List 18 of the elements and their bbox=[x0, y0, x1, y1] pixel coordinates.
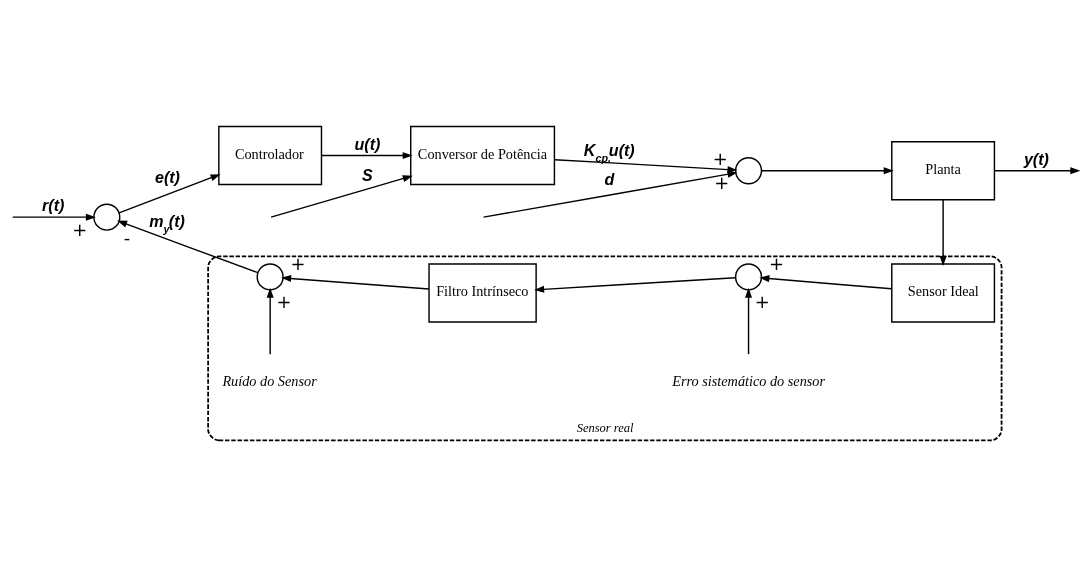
label: - bbox=[123, 226, 131, 248]
edge-label: S bbox=[362, 165, 373, 184]
label: + bbox=[712, 147, 728, 169]
label: + bbox=[768, 252, 784, 274]
edge-label: d bbox=[604, 170, 615, 189]
edge-label: u(t) bbox=[354, 134, 381, 153]
edge-label: K$_{cp.}$u(t) bbox=[583, 140, 635, 164]
label: + bbox=[72, 218, 88, 240]
node-text: Ruído do Sensor bbox=[222, 372, 317, 389]
label: + bbox=[276, 291, 292, 313]
edge-label: y(t) bbox=[1023, 149, 1049, 168]
label: + bbox=[714, 171, 730, 193]
edge-label: r(t) bbox=[42, 196, 65, 215]
label: + bbox=[754, 291, 770, 313]
edge-label: m$_{y}$(t) bbox=[149, 212, 185, 236]
node-text: Erro sistemático do sensor bbox=[672, 372, 826, 389]
edge-label: e(t) bbox=[155, 167, 180, 186]
label: + bbox=[290, 252, 306, 274]
